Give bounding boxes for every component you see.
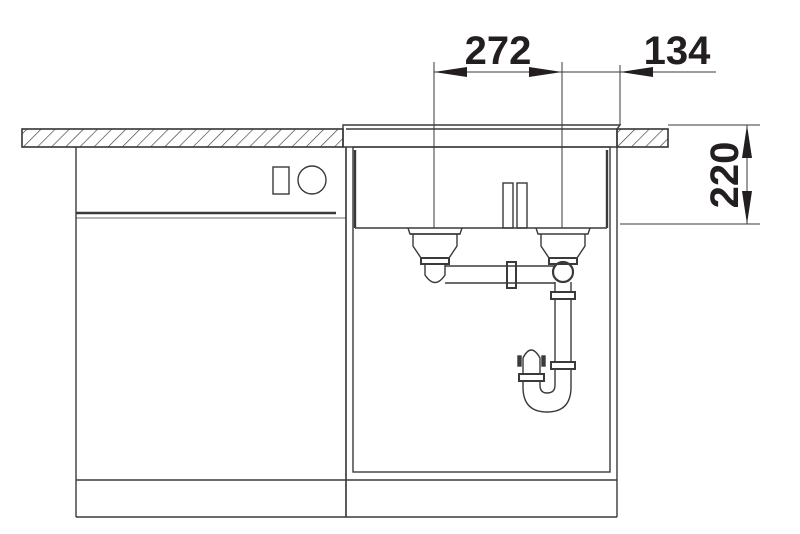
countertop-right: [616, 128, 669, 148]
dishwasher-knob-icon: [297, 165, 327, 195]
dishwasher-button-icon: [272, 166, 290, 195]
left-strainer: [407, 227, 463, 284]
dimension-arrows: [434, 67, 752, 224]
right-strainer: [535, 227, 591, 284]
dimension-label-220: 220: [703, 142, 747, 209]
dimension-label-272: 272: [465, 29, 532, 73]
connecting-pipe: [445, 261, 555, 289]
countertop-left: [21, 128, 344, 148]
sink-bowls: [355, 182, 607, 229]
p-trap: [517, 282, 576, 413]
sink-rim: [342, 124, 622, 148]
dimension-label-134: 134: [644, 29, 711, 73]
dishwasher-cabinet: [75, 147, 347, 518]
sink-base-cabinet: [345, 146, 618, 518]
